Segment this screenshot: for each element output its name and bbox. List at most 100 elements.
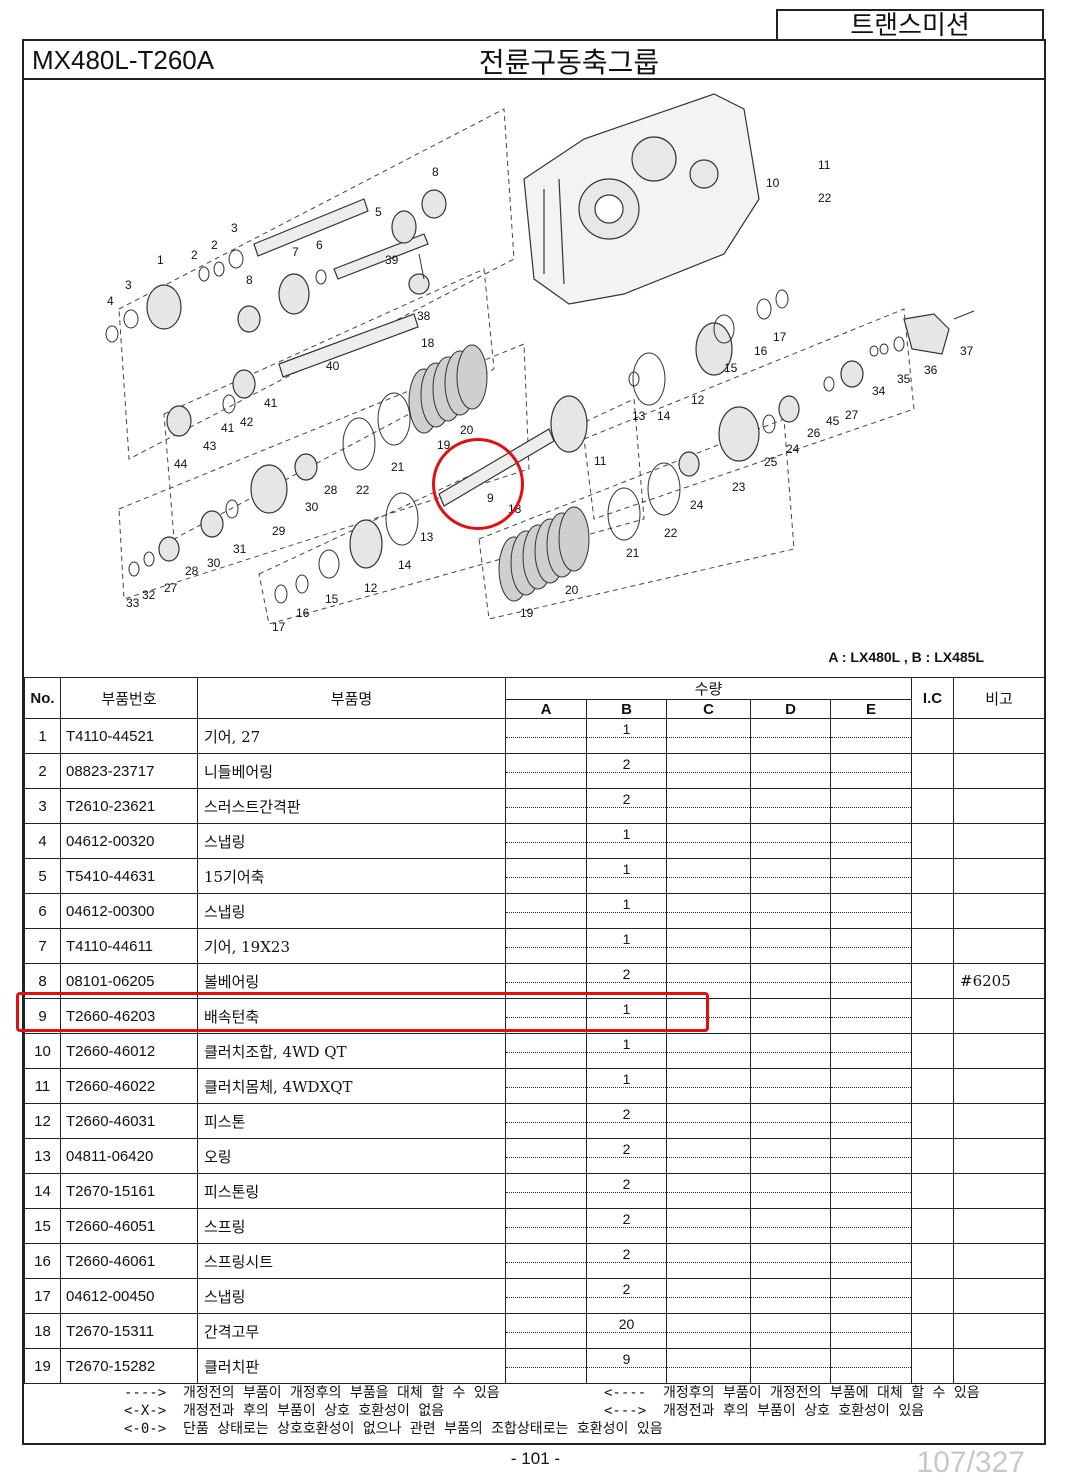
header-qty-d: D [750,699,831,719]
ring-32-icon [143,551,155,567]
page-number: - 101 - [510,1449,561,1468]
bushing-38-icon [408,273,430,295]
callout: 40 [326,359,340,373]
guide-box-lower [258,398,645,625]
header-qty-e: E [829,699,913,719]
part-number-index: 1 [24,718,61,754]
qty-e [829,1138,913,1174]
part-number-index: 19 [24,1348,61,1384]
section-label: 트랜스미션 [776,9,1044,41]
part-name: 스냅링 [197,1278,506,1314]
part-number-index: 12 [24,1103,61,1139]
qty-a [505,1278,587,1314]
remark-cell [953,928,1046,964]
qty-b: 2 [586,1103,667,1139]
part-number-index: 16 [24,1243,61,1279]
part-code: T2660-46012 [60,1033,198,1069]
ic-cell [911,1313,955,1349]
callout: 7 [292,245,299,259]
diagram-svg: 1 2 2 3 3 4 5 6 7 8 8 9 10 11 22 11 12 1… [105,93,975,634]
qty-a [505,753,587,789]
qty-a [505,823,587,859]
ic-cell [911,1033,955,1069]
callout: 15 [325,592,339,606]
part-code: T4110-44521 [60,718,198,754]
note-replace-backward: <---- 개정후의 부품이 개정전의 부품에 대체 할 수 있음 [604,1385,980,1401]
ic-cell [911,1138,955,1174]
callout: 21 [391,460,405,474]
qty-b: 2 [586,788,667,824]
snap-ring-31-icon [225,499,239,519]
qty-b: 2 [586,753,667,789]
part-code: 04612-00300 [60,893,198,929]
callout: 4 [107,294,114,308]
note-replace-forward: ----> 개정전의 부품이 개정후의 부품을 대체 할 수 있음 [124,1385,500,1401]
part-code: 04612-00320 [60,823,198,859]
part-name: 스러스트간격판 [197,788,506,824]
page-counter: 107/327 [916,1446,1025,1479]
header-row: MX480L-T260A 전륜구동축그룹 [24,41,1044,80]
qty-b-value: 1 [622,721,631,737]
part-code: T4110-44611 [60,928,198,964]
callout: 11 [818,158,831,172]
bearing-30-icon [294,453,318,481]
shaft-5-icon [333,233,429,280]
qty-c [666,823,751,859]
callout: 6 [316,238,323,252]
remark-cell [953,1138,1046,1174]
callout: 22 [356,483,370,497]
header-quantity: 수량 [504,677,913,700]
ic-cell [911,893,955,929]
callout: 18 [421,336,435,350]
callout: 23 [732,480,746,494]
bolt-37-icon [953,310,975,320]
bearing-27-icon [840,360,864,388]
callout: 5 [375,205,382,219]
ic-cell [911,718,955,754]
part-number-index: 3 [24,788,61,824]
thrust-plate-3-icon [228,249,244,269]
ic-cell [911,998,955,1034]
part-number-index: 2 [24,753,61,789]
part-name: 피스톤링 [197,1173,506,1209]
thrust-plate-3b-icon [123,309,139,329]
callout: 35 [897,372,911,386]
remark-cell [953,1348,1046,1384]
clutch-body-11-icon [550,395,588,453]
part-name: 스냅링 [197,893,506,929]
callout: 14 [657,409,671,423]
bearing-8-icon [421,189,447,219]
qty-a [505,858,587,894]
qty-a [505,928,587,964]
remark-cell [953,1313,1046,1349]
remark-cell [953,998,1046,1034]
part-name: 15기어축 [197,858,506,894]
bearing-28-icon [158,536,180,562]
snap-ring-17b-icon [274,584,288,604]
qty-c [666,1138,751,1174]
qty-b-value: 20 [618,1316,635,1332]
qty-d [750,1068,831,1104]
qty-b-value: 2 [622,1176,631,1192]
callout: 27 [845,408,859,422]
qty-b-value: 2 [622,1211,631,1227]
snap-ring-6-icon [315,269,327,285]
callout: 12 [364,581,378,595]
callout: 39 [385,253,399,267]
callout: 16 [296,606,310,620]
header-qty-b: B [586,699,667,719]
remark-cell [953,753,1046,789]
pin-39-icon [418,253,425,280]
callout: 24 [786,442,800,456]
ic-cell [911,1208,955,1244]
seal-34-icon [879,343,889,355]
